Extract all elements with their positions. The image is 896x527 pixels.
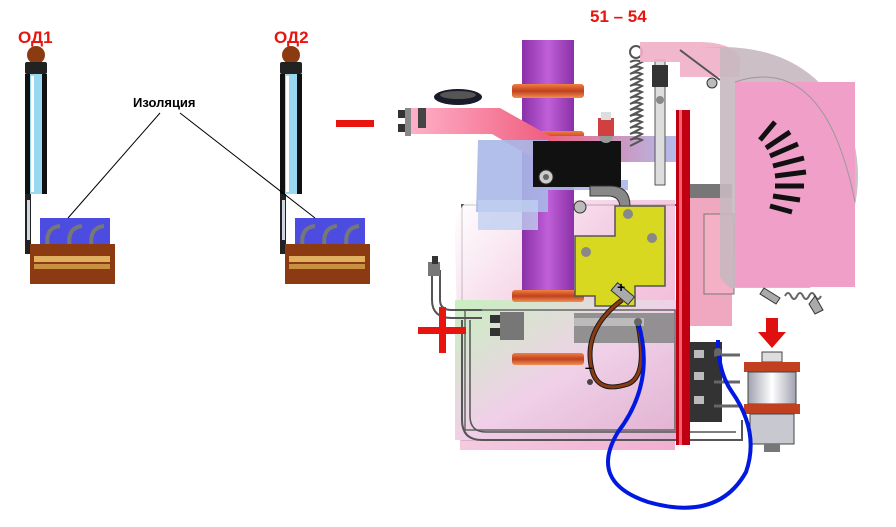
od1-cap (25, 62, 47, 74)
upper-terminals (398, 108, 411, 136)
od2-knob (282, 46, 300, 64)
spring (629, 45, 645, 147)
od1-label: ОД1 (18, 28, 53, 47)
mid-terminals (490, 312, 524, 340)
plus-symbol (418, 307, 466, 353)
od1-knob (27, 46, 45, 64)
od1-insulator-coils (40, 218, 110, 248)
arc-chute-fins (758, 120, 807, 215)
shaft-ring-lower (512, 290, 584, 302)
insulation-label: Изоляция (133, 95, 196, 110)
shaft-ring-bottom (512, 353, 584, 365)
yellow-bracket (574, 205, 666, 307)
od2-insulator-coils (295, 218, 365, 248)
shaft-ring-top (512, 84, 584, 98)
small-minus-label: – (585, 359, 593, 375)
relay-main (398, 40, 752, 450)
red-bar (676, 110, 690, 445)
indicator-device (744, 351, 800, 452)
top-cover (640, 42, 740, 77)
insulation-leader-lines (67, 112, 316, 219)
blue-wire (606, 321, 753, 510)
od2-assembly (280, 46, 370, 284)
od2-label: ОД2 (274, 28, 309, 47)
contacts-range-label: 51 – 54 (590, 7, 647, 26)
small-plus-label: + (617, 279, 626, 295)
mid-lever (574, 313, 674, 343)
od2-cap (280, 62, 302, 74)
od1-assembly (25, 46, 115, 284)
arc-chute (700, 47, 858, 315)
minus-symbol (336, 120, 374, 127)
red-down-arrow (758, 318, 786, 348)
actuator-lever (476, 140, 628, 212)
